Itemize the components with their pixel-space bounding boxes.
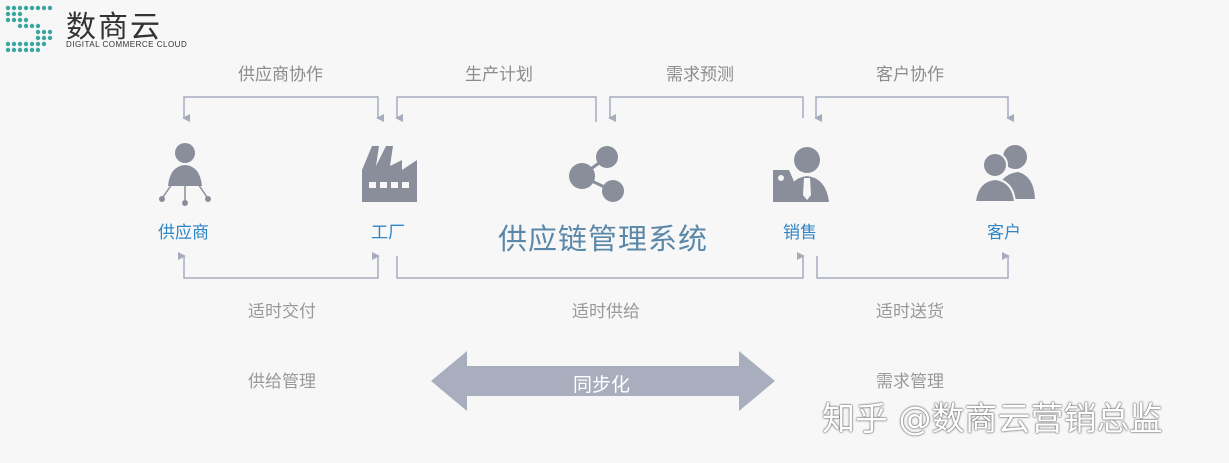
node-sales: 销售 (783, 223, 817, 243)
system-title: 供应链管理系统 (498, 222, 709, 256)
label-customer-collab: 客户协作 (876, 65, 944, 85)
arrow-production-plan (395, 96, 597, 122)
arrow-demand-forecast (608, 96, 804, 122)
logo-mark-icon (5, 5, 53, 53)
label-supply-management: 供给管理 (248, 372, 316, 392)
arrow-timely-supply (396, 252, 805, 279)
node-factory: 工厂 (371, 223, 405, 243)
share-icon (569, 146, 624, 202)
arrow-supplier-collab (182, 96, 384, 122)
logo-name-cn: 数商云 (66, 10, 162, 45)
label-demand-forecast: 需求预测 (666, 65, 734, 85)
sales-icon (773, 147, 829, 202)
label-timely-delivery: 适时交付 (248, 302, 316, 322)
supplier-icon (159, 143, 211, 206)
label-timely-shipping: 适时送货 (876, 302, 944, 322)
node-supplier: 供应商 (158, 223, 209, 243)
sync-double-arrow (431, 351, 775, 411)
logo: 数商云 DIGITAL COMMERCE CLOUD (0, 0, 200, 60)
node-customer: 客户 (987, 223, 1021, 243)
arrow-timely-delivery (178, 252, 380, 279)
sync-label: 同步化 (573, 374, 631, 396)
label-demand-management: 需求管理 (876, 372, 944, 392)
arrow-customer-collab (814, 96, 1014, 122)
logo-name-en: DIGITAL COMMERCE CLOUD (66, 40, 188, 49)
label-supplier-collab: 供应商协作 (238, 65, 323, 85)
factory-icon (362, 146, 417, 202)
label-timely-supply: 适时供给 (572, 302, 640, 322)
customer-icon (973, 145, 1035, 203)
label-production-plan: 生产计划 (465, 65, 533, 85)
watermark: 知乎 @数商云营销总监 (822, 399, 1163, 438)
arrow-timely-shipping (816, 252, 1010, 279)
